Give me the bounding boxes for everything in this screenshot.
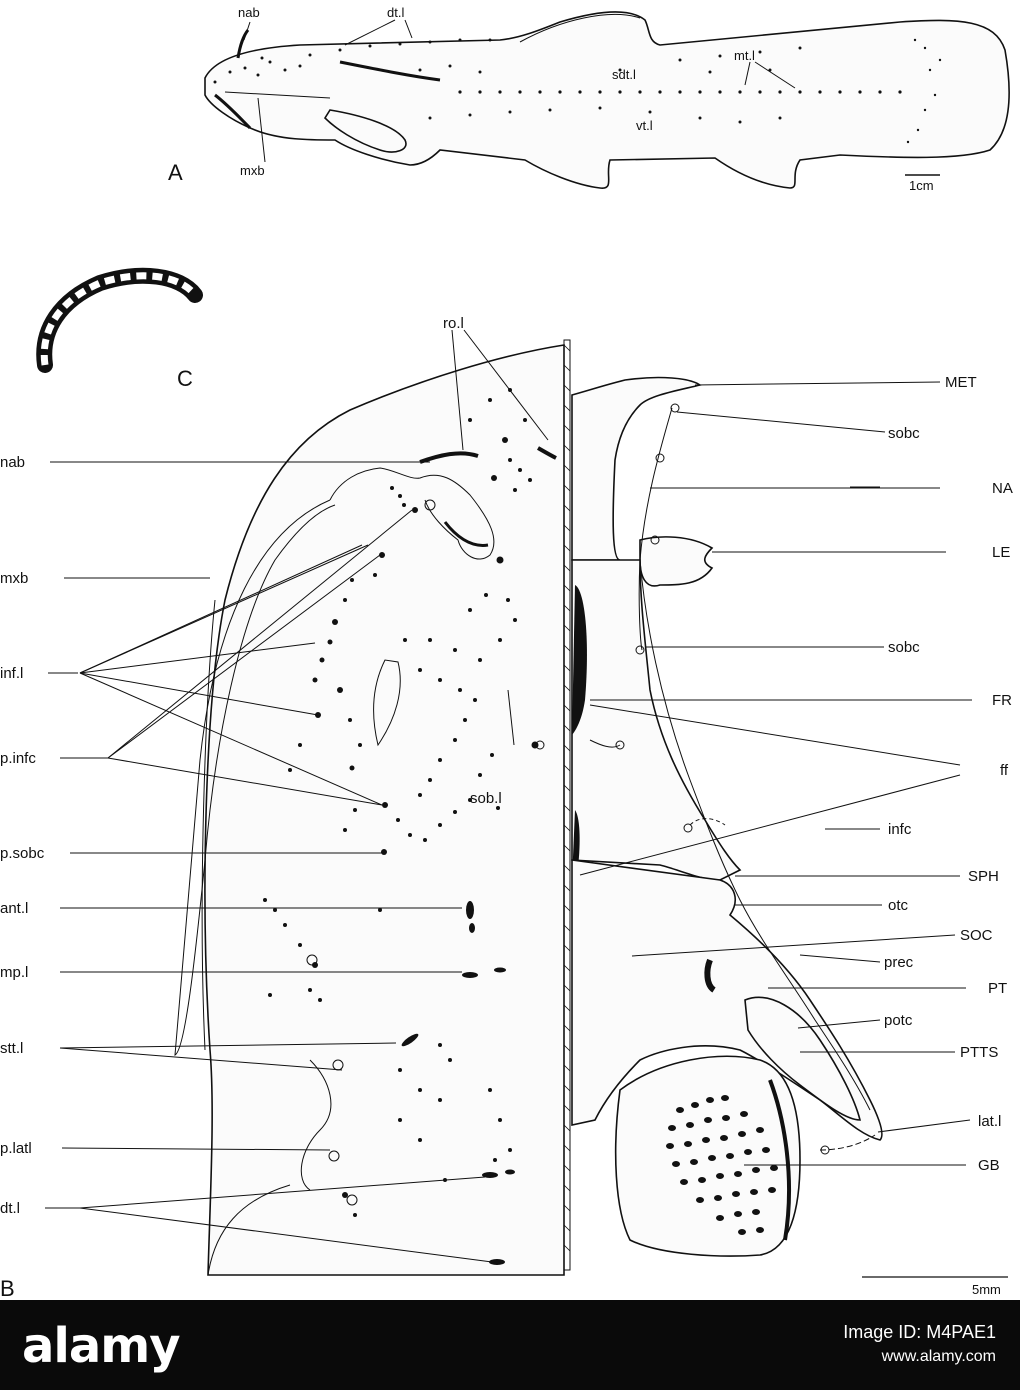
label-b-otc: otc (888, 897, 909, 914)
posttemporosupracleithrum (744, 996, 862, 1121)
label-b-rol: ro.l (443, 315, 464, 332)
label-b-le: LE (992, 544, 1010, 561)
label-a-sdtl: sdt.l (612, 67, 636, 82)
panel-label-c: C (177, 366, 193, 391)
leader-lines-b (45, 329, 972, 1263)
label-b-pt: PT (988, 980, 1007, 997)
lateral-ethmoid (639, 536, 714, 587)
head-skin-half (174, 344, 565, 1276)
label-b-antl: ant.l (0, 900, 28, 917)
panel-label-a: A (168, 160, 183, 185)
label-b-mxb: mxb (0, 570, 28, 587)
label-b-met: MET (945, 374, 977, 391)
canal-cross-section (36, 267, 203, 373)
watermark-band (0, 1300, 1020, 1390)
label-b-infc: infc (888, 821, 912, 838)
scalebar-b-label: 5mm (972, 1282, 1001, 1297)
tail-fringe (906, 38, 942, 144)
label-b-gb: GB (978, 1157, 1000, 1174)
label-b-mpl: mp.l (0, 964, 28, 981)
rostral-line-canal (419, 451, 479, 464)
watermark-image-id: Image ID: M4PAE1 (843, 1322, 996, 1342)
pectoral-fin (323, 109, 407, 153)
label-b-sph: SPH (968, 868, 999, 885)
label-b-ptts: PTTS (960, 1044, 998, 1061)
mid-lateral-line (458, 90, 902, 94)
label-b-potc: potc (884, 1012, 913, 1029)
frontal (571, 559, 742, 881)
label-a-mtl: mt.l (734, 48, 755, 63)
midline-divider (563, 339, 571, 1271)
label-b-sttl: stt.l (0, 1040, 23, 1057)
open-pores (306, 499, 545, 1206)
label-b-sobl: sob.l (470, 790, 502, 807)
panel-label-b: B (0, 1276, 15, 1300)
label-b-fr: FR (992, 692, 1012, 709)
label-b-infl: inf.l (0, 665, 23, 682)
label-b-nab: nab (0, 454, 25, 471)
canal-segments (401, 901, 515, 1265)
fish-body-outline (204, 11, 1010, 189)
label-a-mxb: mxb (240, 163, 265, 178)
fish-lateral-view (204, 11, 1010, 189)
label-a-nab: nab (238, 5, 260, 20)
label-b-soc: SOC (960, 927, 993, 944)
figure-plate: nab dt.l mt.l sdt.l vt.l mxb A 1cm C (0, 5, 1013, 1301)
skull-bones-half (571, 376, 883, 1257)
label-a-vtl: vt.l (636, 118, 653, 133)
watermark-logo: alamy (22, 1318, 181, 1374)
label-b-latl: lat.l (978, 1113, 1001, 1130)
scalebar-a-label: 1cm (909, 178, 934, 193)
label-b-sobc1: sobc (888, 425, 920, 442)
ventral-lateral-line (418, 64, 782, 124)
label-a-dtl: dt.l (387, 5, 404, 20)
label-b-platl: p.latl (0, 1140, 32, 1157)
label-b-na: NA (992, 480, 1013, 497)
label-b-prec: prec (884, 954, 914, 971)
label-b-pinfc: p.infc (0, 750, 36, 767)
label-b-dtl: dt.l (0, 1200, 20, 1217)
label-b-psobc: p.sobc (0, 845, 45, 862)
dorsal-lateral-line (308, 38, 802, 62)
maxillary-barbel (214, 93, 252, 130)
label-b-sobc2: sobc (888, 639, 920, 656)
figure-drawing: nab dt.l mt.l sdt.l vt.l mxb A 1cm C (0, 5, 1013, 1301)
gas-bladder-capsule (614, 1055, 801, 1257)
mesethmoid (571, 376, 702, 561)
head-pores (263, 388, 539, 1217)
watermark-url: www.alamy.com (881, 1348, 996, 1365)
label-b-ff: ff (1000, 762, 1009, 779)
